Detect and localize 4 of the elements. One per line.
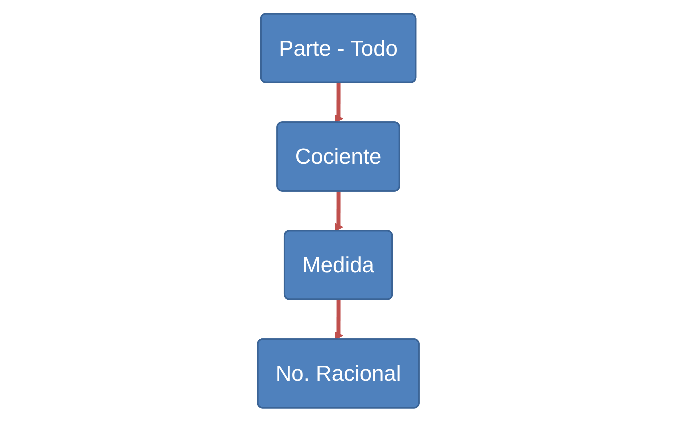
flowchart: Parte - Todo Cociente Medida No. Racional — [250, 6, 428, 416]
arrow — [334, 80, 344, 123]
arrow — [334, 298, 344, 340]
arrow — [334, 189, 344, 232]
